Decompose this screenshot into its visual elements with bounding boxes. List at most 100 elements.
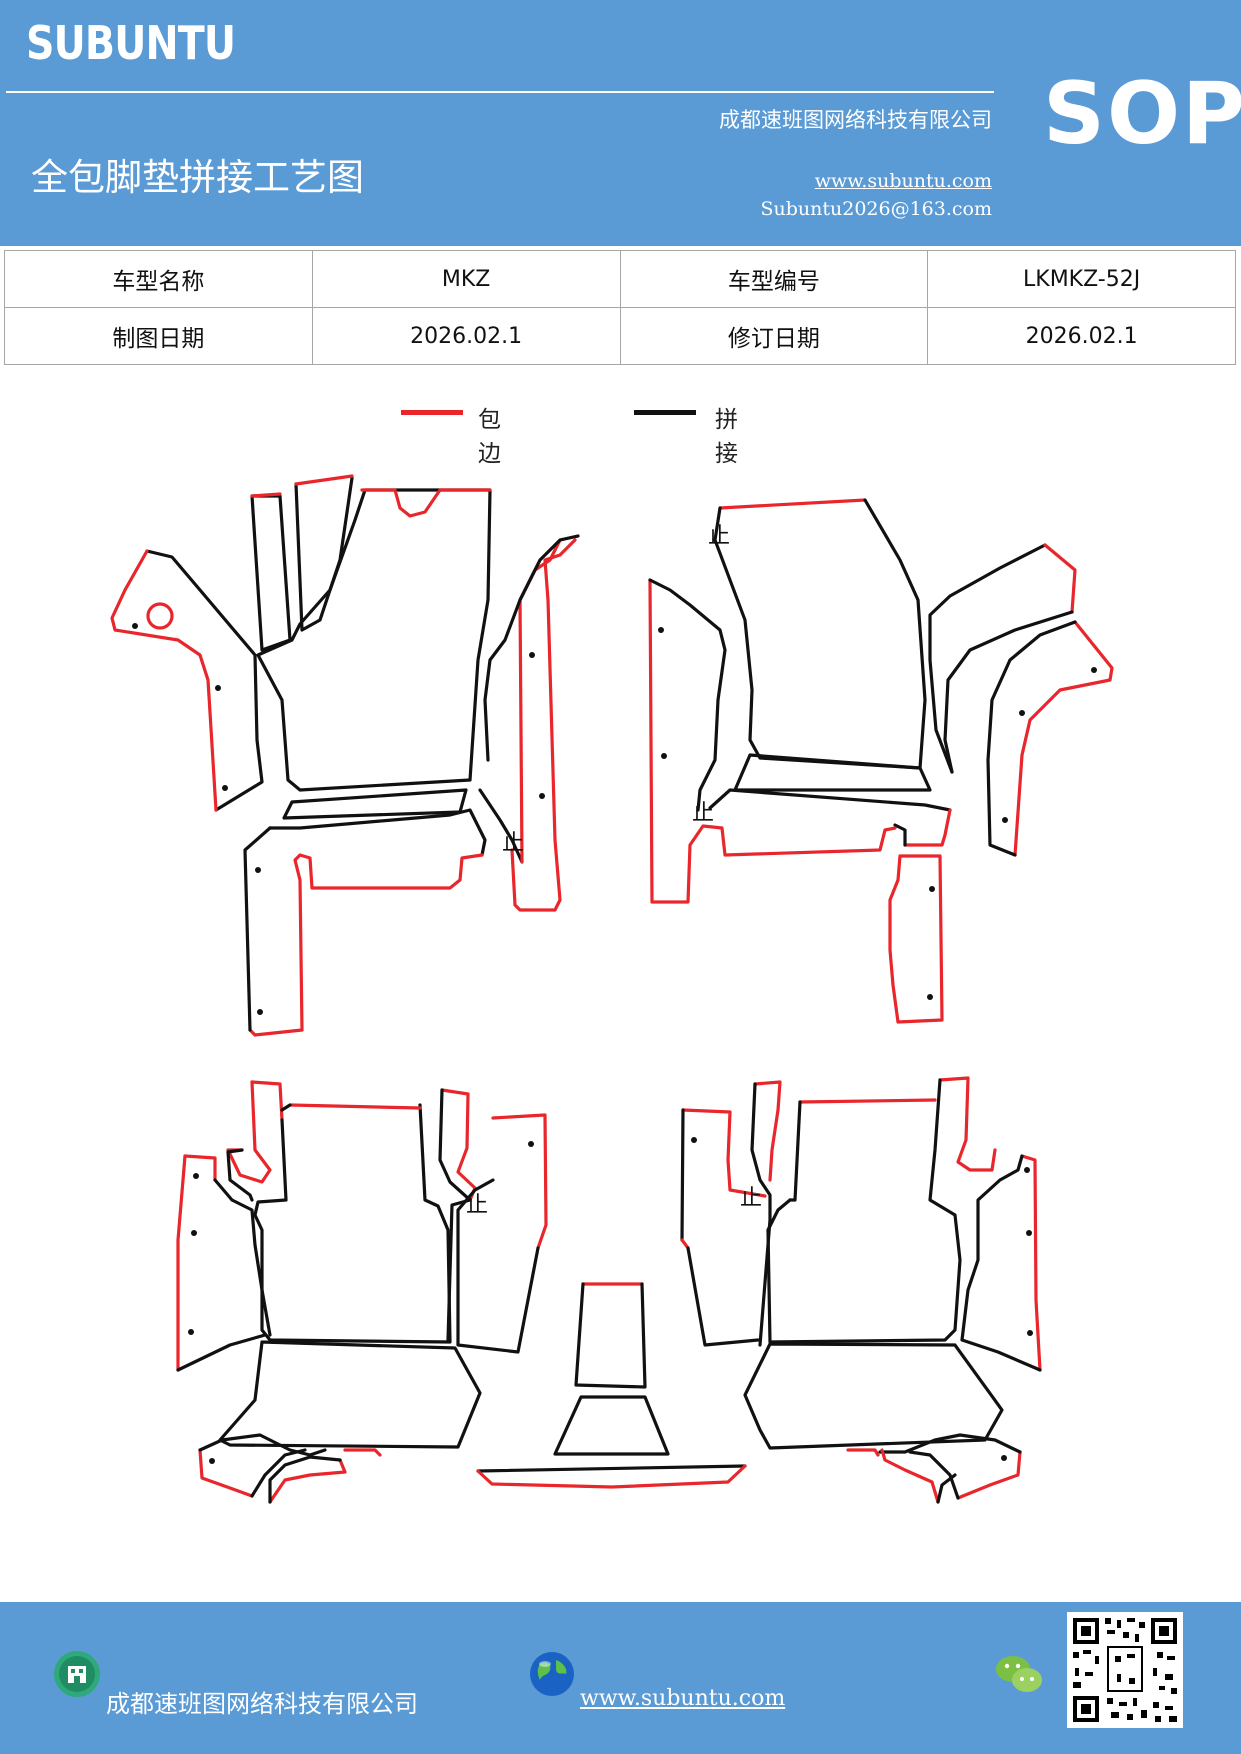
mat-piece [788,1100,802,1202]
mat-piece [680,1108,685,1242]
mat-piece [268,808,487,857]
mat-piece [878,1433,1022,1454]
mat-piece [733,753,932,792]
mat-dot [1019,710,1025,716]
center-tunnel-group [476,1282,747,1489]
legend-edge-label: 包边 [478,407,501,467]
mat-dot [529,652,535,658]
mat-dot [209,1458,215,1464]
mat-piece [986,620,1077,857]
mat-piece [476,1464,747,1489]
mat-piece [928,543,1047,774]
mat-hole [146,602,174,630]
mat-piece [491,1113,548,1250]
info-table: 车型名称 MKZ 车型编号 LKMKZ-52J 制图日期 2026.02.1 修… [4,250,1236,365]
model-name-value: MKZ [311,250,621,308]
mat-piece [440,1088,477,1202]
building-icon [54,1651,100,1697]
legend-join-swatch [634,410,696,415]
mat-piece [648,578,727,812]
model-name-label: 车型名称 [4,250,313,308]
mat-dot [1026,1230,1032,1236]
mat-piece [750,1082,772,1347]
mat-dot [539,793,545,799]
mat-piece [476,1464,747,1473]
mat-piece [1020,1154,1042,1372]
mat-piece [218,1340,482,1449]
mat-piece [293,853,484,1032]
mat-dot [222,785,228,791]
front-left-group: 止 [110,474,580,1037]
mat-piece [936,1473,957,1504]
table-row: 制图日期 2026.02.1 修订日期 2026.02.1 [4,307,1236,365]
mat-piece [183,1154,217,1182]
mat-piece [360,488,492,518]
mat-piece [743,1342,1004,1450]
rear-right-group: 止 [680,1076,1042,1504]
draw-date-value: 2026.02.1 [311,307,621,365]
mat-piece [686,1246,760,1347]
brand-logo: SUBUNTU [26,16,236,70]
mat-piece [893,823,907,847]
header-website-link[interactable]: www.subuntu.com [814,170,992,192]
mat-piece [483,534,580,762]
footer-website-link[interactable]: www.subuntu.com [580,1686,786,1711]
globe-icon [530,1652,574,1696]
mat-dot [661,753,667,759]
mat-piece [798,1098,937,1104]
mat-piece [250,1080,284,1122]
mat-dot [691,1137,697,1143]
mat-piece [943,610,1074,774]
draw-date-label: 制图日期 [4,307,313,365]
wechat-icon [996,1656,1042,1692]
header-divider [6,91,994,93]
mat-dot [1002,817,1008,823]
mat-piece [903,808,952,847]
mat-piece [846,1448,880,1457]
mat-piece [343,1448,382,1457]
stop-mark: 止 [708,524,730,549]
mat-parts-diagram: 止 止 止 [110,474,1114,1504]
qr-code [1067,1612,1183,1728]
stop-mark: 止 [466,1193,488,1218]
mat-piece [718,498,867,510]
stop-mark: 止 [692,801,714,826]
mat-piece [1013,620,1114,857]
revise-date-label: 修订日期 [619,307,929,365]
mat-piece [908,1450,960,1500]
mat-piece [648,578,897,904]
mat-dot [1001,1455,1007,1461]
mat-piece [250,492,282,498]
model-code-label: 车型编号 [619,250,929,308]
mat-piece [280,1103,292,1112]
mat-dot [927,994,933,1000]
mat-dot [1027,1330,1033,1336]
rear-left-group: 止 [176,1080,548,1504]
mat-piece [956,1450,1022,1500]
header-email: Subuntu2026@163.com [760,198,992,220]
mat-piece [753,1080,782,1182]
stop-mark: 止 [502,831,524,856]
mat-piece [256,488,492,792]
footer-banner: 成都速班图网络科技有限公司 www.subuntu.com [0,1602,1241,1754]
mat-dot [1091,667,1097,673]
model-code-value: LKMKZ-52J [927,250,1236,308]
mat-piece [456,1178,540,1354]
mat-piece [288,1103,422,1110]
mat-piece [213,1178,272,1337]
mat-piece [681,1108,767,1198]
mat-piece [574,1282,647,1389]
page-title: 全包脚垫拼接工艺图 [31,156,364,199]
mat-piece [268,1455,342,1504]
mat-piece [110,549,218,812]
mat-piece [713,498,927,770]
mat-dot [658,627,664,633]
header-company: 成都速班图网络科技有限公司 [719,108,992,132]
mat-piece [888,854,944,1024]
mat-piece [248,1028,304,1037]
legend-edge-swatch [401,410,463,415]
mat-piece [553,1395,670,1456]
mat-dot [132,623,138,629]
mat-dot [215,685,221,691]
mat-dot [257,1009,263,1015]
